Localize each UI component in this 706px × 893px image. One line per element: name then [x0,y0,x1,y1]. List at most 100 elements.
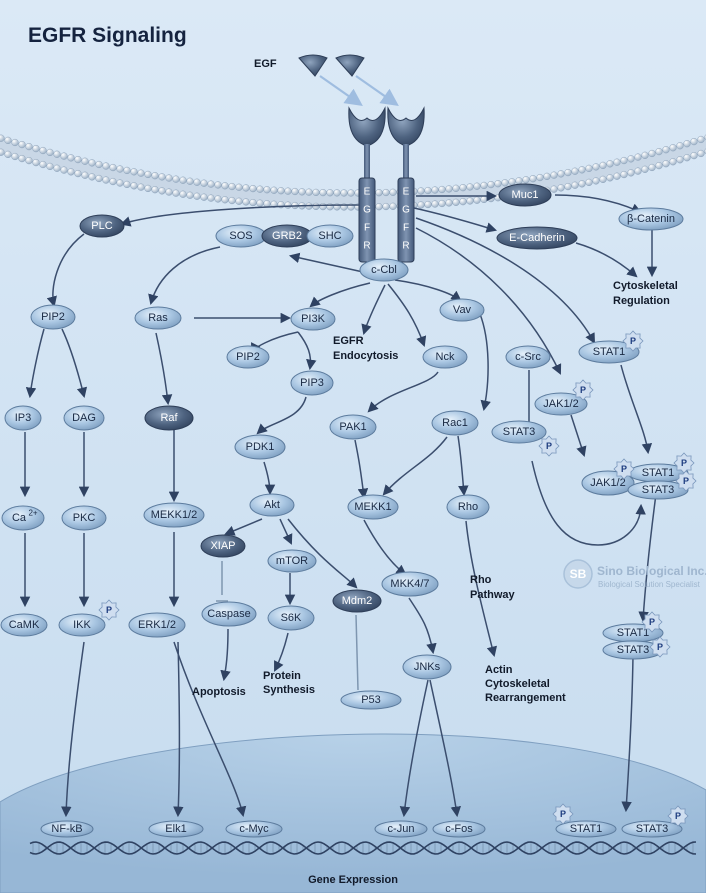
node-jak12a: JAK1/2 [534,392,588,416]
pathway-edge [620,364,653,455]
lipid-head [214,195,222,203]
node-jak12b: JAK1/2 [581,470,635,496]
lipid-head [333,189,341,197]
node-ikk: IKK [58,613,106,637]
node-s6k: S6K [267,605,315,631]
lipid-head [389,188,397,196]
node-shape [249,493,295,517]
pathway-edge [287,518,358,589]
pathway-edge [363,519,407,576]
lipid-head [522,176,530,184]
phospho-badge: P [641,611,663,633]
lipid-head [459,198,467,206]
node-plc: PLC [79,214,125,238]
lipid-head [571,181,579,189]
node-shape [200,534,246,558]
node-label: DAG [72,412,96,424]
pathway-edge [274,632,289,672]
lipid-head [487,180,495,189]
lipid-head [543,172,551,181]
node-label: STAT3 [503,426,536,438]
node-label: Nck [436,351,455,363]
lipid-head [326,203,334,211]
node-stat3a: STAT3 [491,420,547,444]
pathway-edge [256,396,307,435]
lipid-head [263,200,271,208]
lipid-head [151,186,159,194]
node-ip3: IP3 [4,405,42,431]
lipid-head [284,187,292,195]
lipid-head [158,187,166,195]
node-mekk1: MEKK1 [347,494,399,520]
lipid-head [151,172,159,180]
lipid-head [662,146,670,154]
node-shape [134,306,182,330]
lipid-head [424,200,432,209]
node-mtor: mTOR [267,549,317,573]
lipid-head [130,168,138,176]
lipid-head [312,202,320,211]
node-label: β-Catenin [627,213,675,225]
lipid-head [46,162,54,171]
pathway-edge [309,282,371,308]
lipid-head [319,202,327,211]
pathway-edge [413,207,498,233]
lipid-head [634,153,642,161]
lipid-head [11,152,19,161]
egfr-endocytosis-line2: Endocytosis [333,350,398,362]
node-shape [618,207,684,231]
node-sos: SOS [215,224,267,248]
lipid-head [95,160,103,169]
node-stat1a: STAT1 [578,340,640,364]
cytoskeletal-regulation-line2: Regulation [613,295,670,307]
node-shape [30,304,76,330]
lipid-head [599,161,607,170]
lipid-head [277,187,285,195]
phospho-badge: P [572,379,594,401]
lipid-head [291,187,299,196]
lipid-head [648,163,656,172]
node-label: Caspase [207,608,250,620]
pathway-edge [173,641,247,818]
node-stat3b: STAT3 [627,480,689,500]
pathway-edge [354,439,369,500]
lipid-head [557,170,565,178]
pathway-edge [297,331,317,371]
node-caspase: Caspase [201,601,257,627]
lipid-head [102,162,110,170]
lipid-head [690,151,698,160]
pathway-edge [479,313,491,412]
node-shape [432,820,486,838]
lipid-head [459,184,467,192]
lipid-head [480,195,488,204]
pathway-edge [288,252,364,273]
node-label: IKK [73,619,91,631]
lipid-head [564,182,572,191]
lipid-head [256,185,264,193]
lipid-head [256,199,264,207]
node-nfkb: NF-kB [40,820,94,838]
node-label: PIP2 [41,311,65,323]
egfr-letter: G [402,205,410,216]
node-akt: Akt [249,493,295,517]
node-ras: Ras [134,306,182,330]
pathway-edge [465,520,498,658]
lipid-head [18,140,26,149]
lipid-head [452,184,460,192]
node-shape [498,183,552,207]
egfr-letter: R [363,241,370,252]
egf-ligand [335,54,365,77]
lipid-head [382,202,390,211]
lipid-head [452,198,460,206]
node-shape [491,420,547,444]
lipid-head [431,200,439,208]
lipid-head [564,168,572,177]
lipid-head [235,183,243,191]
node-shape [374,820,428,838]
lipid-head [529,175,537,183]
egfr-letter: R [402,241,409,252]
node-raf: Raf [144,405,194,431]
node-label: Ca [12,512,27,524]
lipid-head [641,165,649,173]
